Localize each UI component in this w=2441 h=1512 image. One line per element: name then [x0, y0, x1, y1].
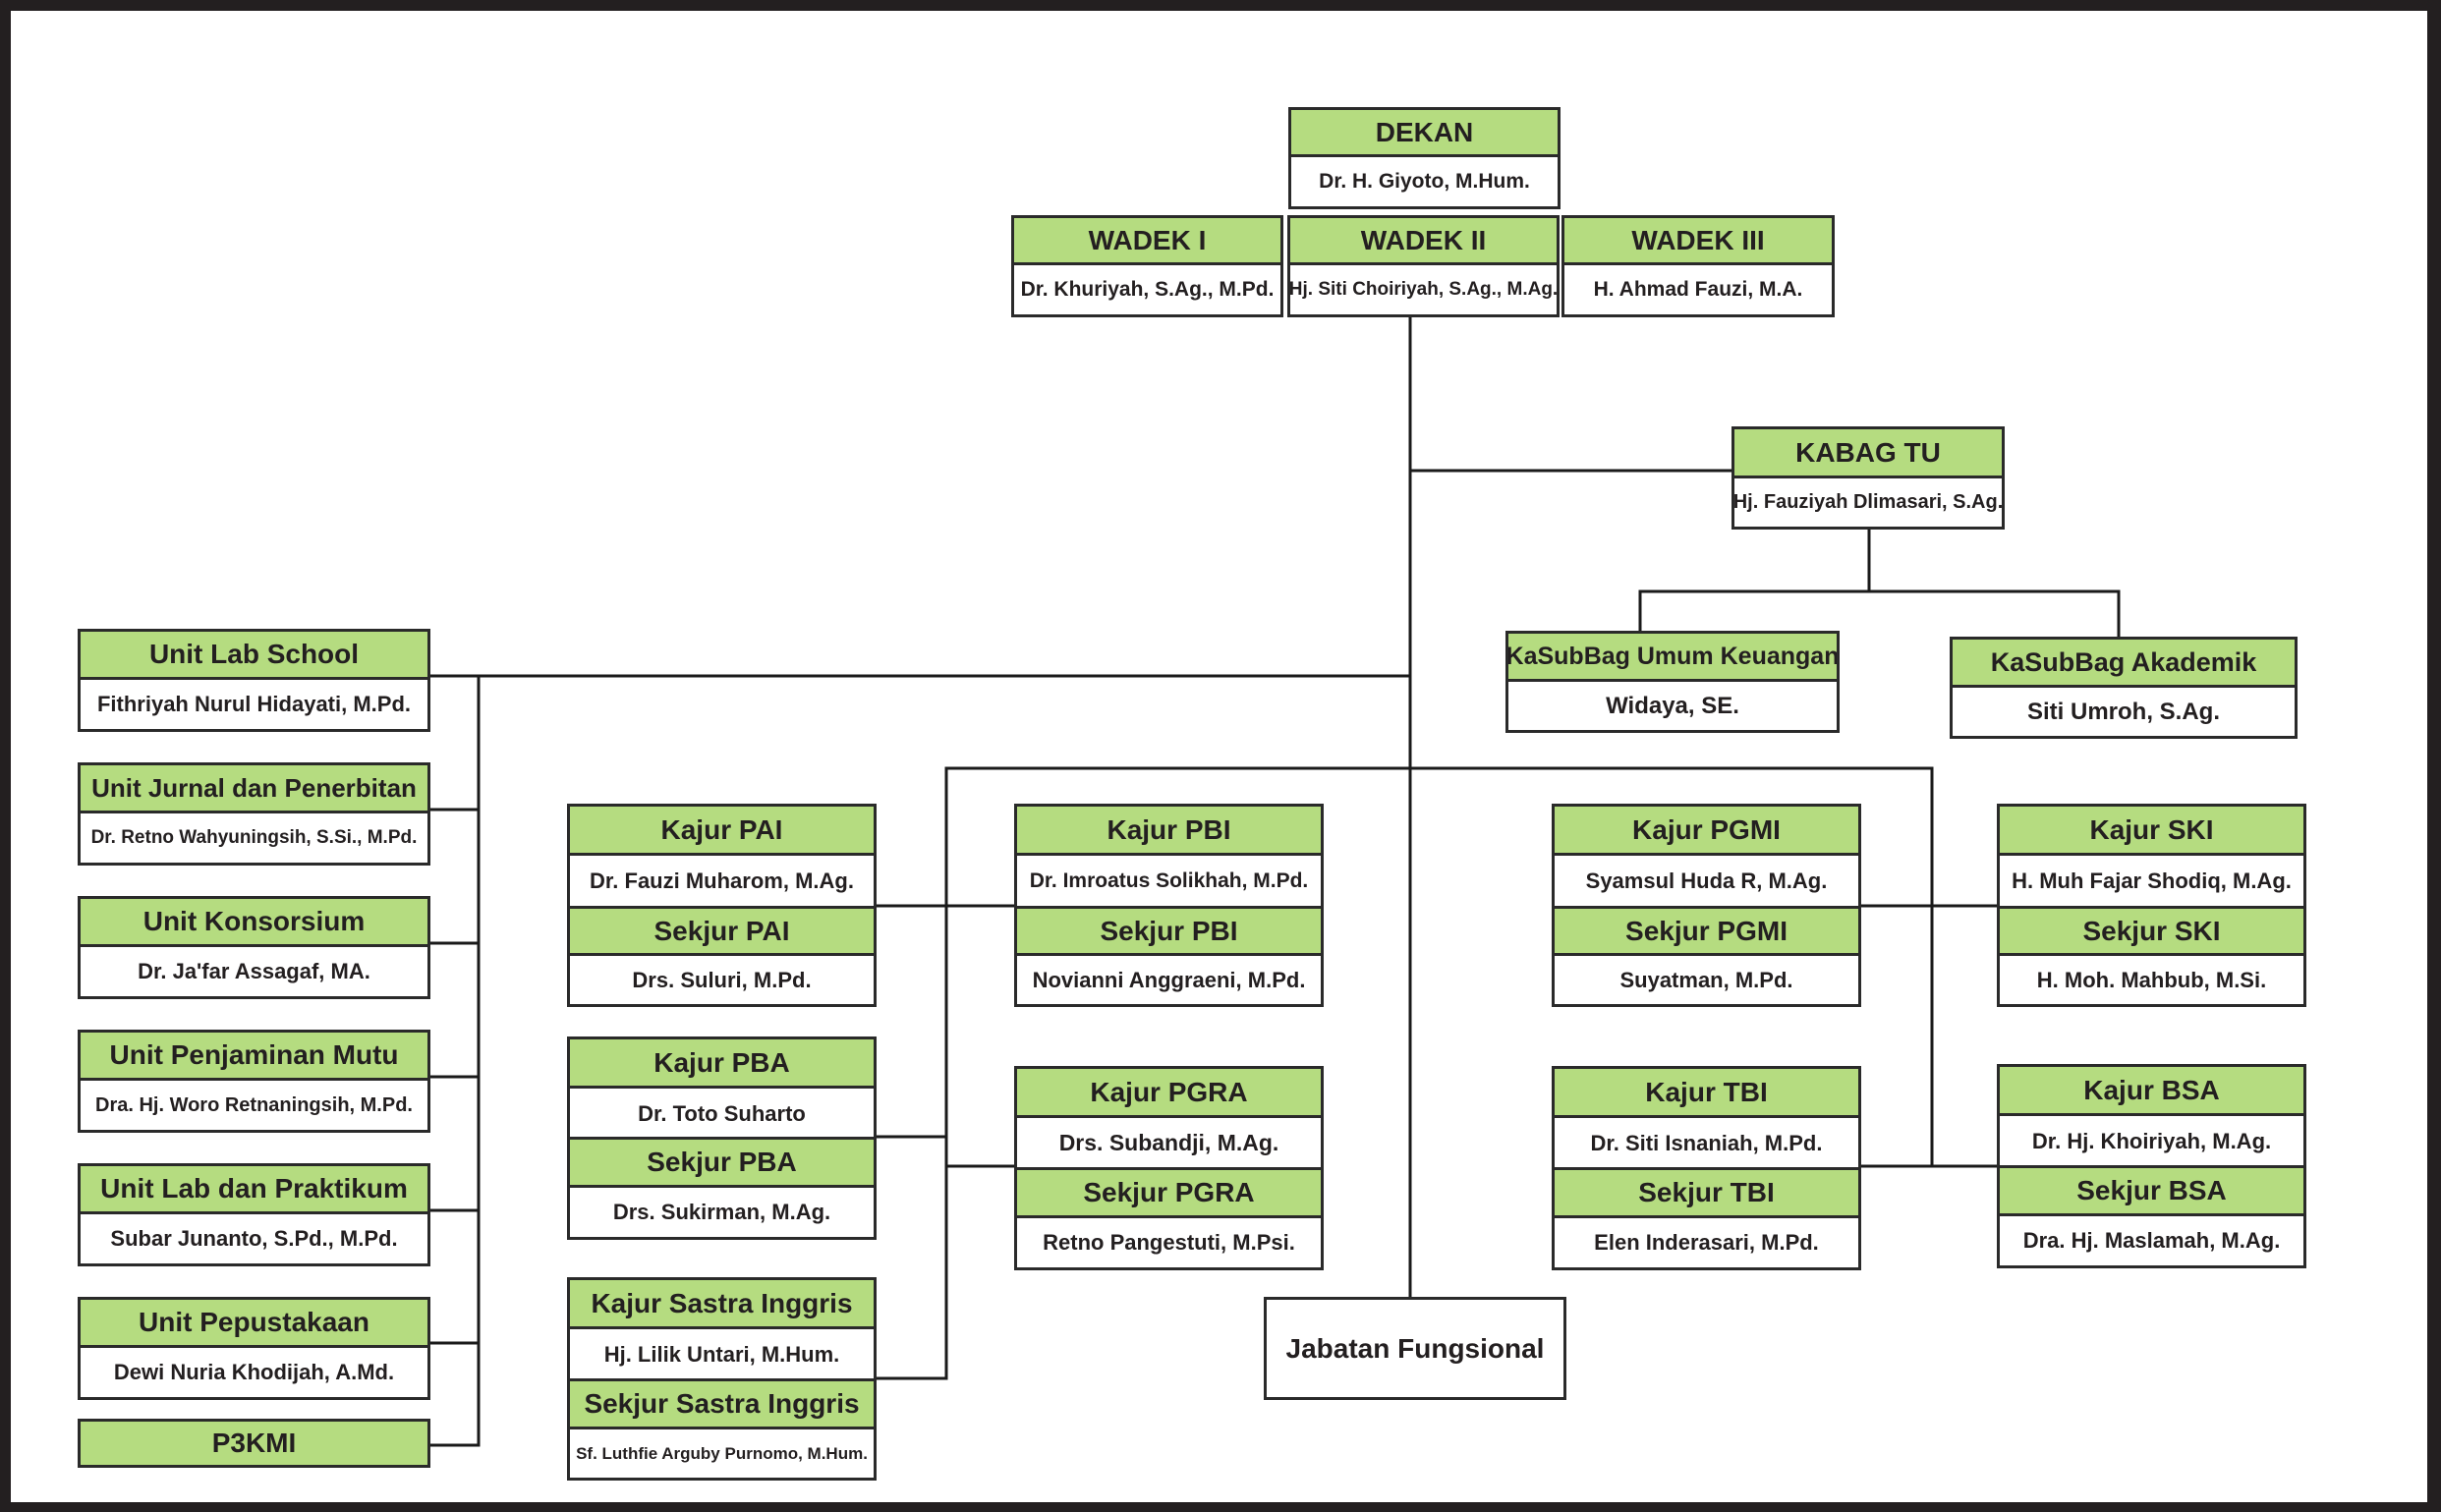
box-name: Dr. Ja'far Assagaf, MA.: [138, 959, 370, 983]
box-name: Subar Junanto, S.Pd., M.Pd.: [110, 1226, 398, 1251]
box-name: Dr. H. Giyoto, M.Hum.: [1319, 170, 1530, 193]
wadek1-box: WADEK I Dr. Khuriyah, S.Ag., M.Pd.: [1011, 215, 1283, 317]
sekjur-pba-box: Sekjur PBA Drs. Sukirman, M.Ag.: [567, 1137, 877, 1240]
box-title: Kajur PAI: [570, 807, 874, 856]
box-title: WADEK III: [1564, 218, 1832, 265]
box-title: Kajur PGRA: [1017, 1069, 1321, 1118]
box-name: Novianni Anggraeni, M.Pd.: [1032, 967, 1306, 992]
box-name: Drs. Suluri, M.Pd.: [632, 967, 812, 992]
box-title: Kajur PGMI: [1555, 807, 1858, 856]
kajur-tbi-box: Kajur TBI Dr. Siti Isnaniah, M.Pd.: [1552, 1066, 1861, 1171]
box-name: Dr. Hj. Khoiriyah, M.Ag.: [2031, 1128, 2272, 1153]
box-name: Dr. Fauzi Muharom, M.Ag.: [590, 868, 854, 893]
unit-penjaminan-mutu-box: Unit Penjaminan Mutu Dra. Hj. Woro Retna…: [78, 1030, 430, 1133]
box-title: WADEK II: [1290, 218, 1557, 265]
kajur-bsa-box: Kajur BSA Dr. Hj. Khoiriyah, M.Ag.: [1997, 1064, 2306, 1169]
kasubbag-akademik-box: KaSubBag Akademik Siti Umroh, S.Ag.: [1950, 637, 2298, 739]
kajur-pgmi-box: Kajur PGMI Syamsul Huda R, M.Ag.: [1552, 804, 1861, 909]
kajur-pbi-box: Kajur PBI Dr. Imroatus Solikhah, M.Pd.: [1014, 804, 1324, 909]
box-title: Kajur SKI: [2000, 807, 2303, 856]
kajur-pba-box: Kajur PBA Dr. Toto Suharto: [567, 1036, 877, 1142]
box-name: Fithriyah Nurul Hidayati, M.Pd.: [96, 692, 412, 716]
dekan-box: DEKAN Dr. H. Giyoto, M.Hum.: [1288, 107, 1561, 209]
box-title: Kajur TBI: [1555, 1069, 1858, 1118]
box-name: Drs. Subandji, M.Ag.: [1058, 1130, 1279, 1155]
box-name: Drs. Sukirman, M.Ag.: [612, 1200, 831, 1224]
box-title: P3KMI: [81, 1422, 427, 1465]
box-title: Sekjur BSA: [2000, 1168, 2303, 1216]
unit-perpustakaan-box: Unit Pepustakaan Dewi Nuria Khodijah, A.…: [78, 1297, 430, 1400]
box-name: Dra. Hj. Maslamah, M.Ag.: [2022, 1228, 2281, 1253]
kajur-pai-box: Kajur PAI Dr. Fauzi Muharom, M.Ag.: [567, 804, 877, 909]
box-title: WADEK I: [1014, 218, 1280, 265]
box-title: Sekjur PGRA: [1017, 1170, 1321, 1218]
box-name: Dra. Hj. Woro Retnaningsih, M.Pd.: [95, 1093, 413, 1116]
box-name: Dr. Imroatus Solikhah, M.Pd.: [1029, 868, 1309, 892]
unit-lab-praktikum-box: Unit Lab dan Praktikum Subar Junanto, S.…: [78, 1163, 430, 1266]
box-title: Kajur PBA: [570, 1039, 874, 1089]
kajur-sastra-inggris-box: Kajur Sastra Inggris Hj. Lilik Untari, M…: [567, 1277, 877, 1382]
unit-jurnal-box: Unit Jurnal dan Penerbitan Dr. Retno Wah…: [78, 762, 430, 866]
kasubbag-umum-box: KaSubBag Umum Keuangan Widaya, SE.: [1505, 631, 1840, 733]
box-title: Unit Lab School: [81, 632, 427, 680]
box-title: Unit Lab dan Praktikum: [81, 1166, 427, 1214]
box-name: Syamsul Huda R, M.Ag.: [1585, 868, 1828, 893]
box-title: Sekjur PAI: [570, 909, 874, 956]
box-name: Hj. Siti Choiriyah, S.Ag., M.Ag.: [1288, 279, 1559, 300]
box-title: Unit Pepustakaan: [81, 1300, 427, 1348]
box-title: Sekjur TBI: [1555, 1170, 1858, 1218]
box-name: H. Moh. Mahbub, M.Si.: [2036, 967, 2267, 992]
box-name: Siti Umroh, S.Ag.: [2026, 698, 2220, 725]
sekjur-tbi-box: Sekjur TBI Elen Inderasari, M.Pd.: [1552, 1167, 1861, 1270]
sekjur-bsa-box: Sekjur BSA Dra. Hj. Maslamah, M.Ag.: [1997, 1165, 2306, 1268]
box-title: KaSubBag Umum Keuangan: [1508, 634, 1837, 682]
box-title: Kajur Sastra Inggris: [570, 1280, 874, 1329]
box-title: KABAG TU: [1734, 429, 2002, 478]
box-title: Unit Konsorsium: [81, 899, 427, 947]
sekjur-pgra-box: Sekjur PGRA Retno Pangestuti, M.Psi.: [1014, 1167, 1324, 1270]
box-name: H. Ahmad Fauzi, M.A.: [1593, 278, 1803, 301]
box-title: Sekjur PBI: [1017, 909, 1321, 956]
box-title: Sekjur SKI: [2000, 909, 2303, 956]
box-name: Dewi Nuria Khodijah, A.Md.: [113, 1360, 395, 1384]
unit-p3kmi-box: P3KMI: [78, 1419, 430, 1468]
sekjur-pai-box: Sekjur PAI Drs. Suluri, M.Pd.: [567, 906, 877, 1007]
box-name: Widaya, SE.: [1606, 692, 1739, 719]
box-name: Dr. Retno Wahyuningsih, S.Si., M.Pd.: [90, 827, 418, 848]
box-name: Sf. Luthfie Arguby Purnomo, M.Hum.: [576, 1443, 868, 1463]
box-name: Elen Inderasari, M.Pd.: [1594, 1230, 1819, 1255]
box-title: Unit Jurnal dan Penerbitan: [81, 765, 427, 813]
box-title: Sekjur Sastra Inggris: [570, 1381, 874, 1429]
unit-lab-school-box: Unit Lab School Fithriyah Nurul Hidayati…: [78, 629, 430, 732]
box-title: Kajur PBI: [1017, 807, 1321, 856]
sekjur-pbi-box: Sekjur PBI Novianni Anggraeni, M.Pd.: [1014, 906, 1324, 1007]
box-title: Kajur BSA: [2000, 1067, 2303, 1116]
box-name: H. Muh Fajar Shodiq, M.Ag.: [2012, 868, 2292, 893]
sekjur-sastra-inggris-box: Sekjur Sastra Inggris Sf. Luthfie Arguby…: [567, 1378, 877, 1481]
box-name: Dr. Siti Isnaniah, M.Pd.: [1590, 1130, 1823, 1155]
unit-konsorsium-box: Unit Konsorsium Dr. Ja'far Assagaf, MA.: [78, 896, 430, 999]
kajur-pgra-box: Kajur PGRA Drs. Subandji, M.Ag.: [1014, 1066, 1324, 1171]
kabag-tu-box: KABAG TU Hj. Fauziyah Dlimasari, S.Ag.: [1731, 426, 2005, 530]
kajur-ski-box: Kajur SKI H. Muh Fajar Shodiq, M.Ag.: [1997, 804, 2306, 909]
box-title: Unit Penjaminan Mutu: [81, 1033, 427, 1081]
box-title: Sekjur PBA: [570, 1140, 874, 1188]
jabatan-fungsional-box: Jabatan Fungsional: [1264, 1297, 1566, 1400]
box-name: Hj. Lilik Untari, M.Hum.: [603, 1341, 840, 1367]
sekjur-ski-box: Sekjur SKI H. Moh. Mahbub, M.Si.: [1997, 906, 2306, 1007]
wadek2-box: WADEK II Hj. Siti Choiriyah, S.Ag., M.Ag…: [1287, 215, 1560, 317]
box-name: Dr. Toto Suharto: [638, 1100, 806, 1126]
box-name: Retno Pangestuti, M.Psi.: [1043, 1230, 1295, 1255]
box-name: Hj. Fauziyah Dlimasari, S.Ag.: [1732, 491, 2004, 513]
sekjur-pgmi-box: Sekjur PGMI Suyatman, M.Pd.: [1552, 906, 1861, 1007]
box-title: DEKAN: [1291, 110, 1558, 157]
box-name: Dr. Khuriyah, S.Ag., M.Pd.: [1020, 278, 1275, 301]
wadek3-box: WADEK III H. Ahmad Fauzi, M.A.: [1561, 215, 1835, 317]
box-name: Suyatman, M.Pd.: [1619, 967, 1793, 992]
box-title: Sekjur PGMI: [1555, 909, 1858, 956]
box-title: KaSubBag Akademik: [1953, 640, 2295, 688]
